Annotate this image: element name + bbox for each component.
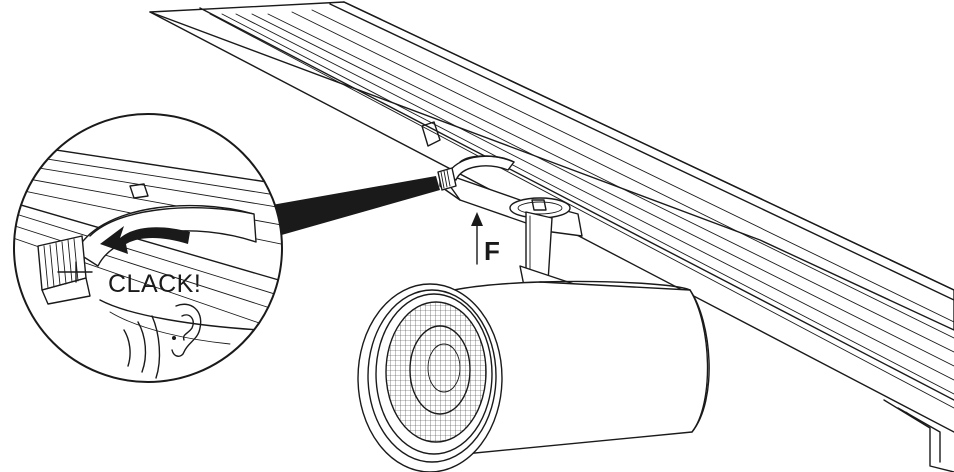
sound-label: CLACK! [108,270,201,298]
callout-pointer [266,176,440,236]
force-label: F [484,236,500,266]
force-indicator: F [471,212,500,266]
spotlight-luminaire [357,265,710,472]
up-arrow-head [471,212,483,226]
curved-arrow-icon [100,226,190,254]
ear-icon [171,303,202,357]
track-adapter [437,155,583,283]
detail-magnifier: CLACK! [13,113,283,383]
track-rail [149,1,954,472]
